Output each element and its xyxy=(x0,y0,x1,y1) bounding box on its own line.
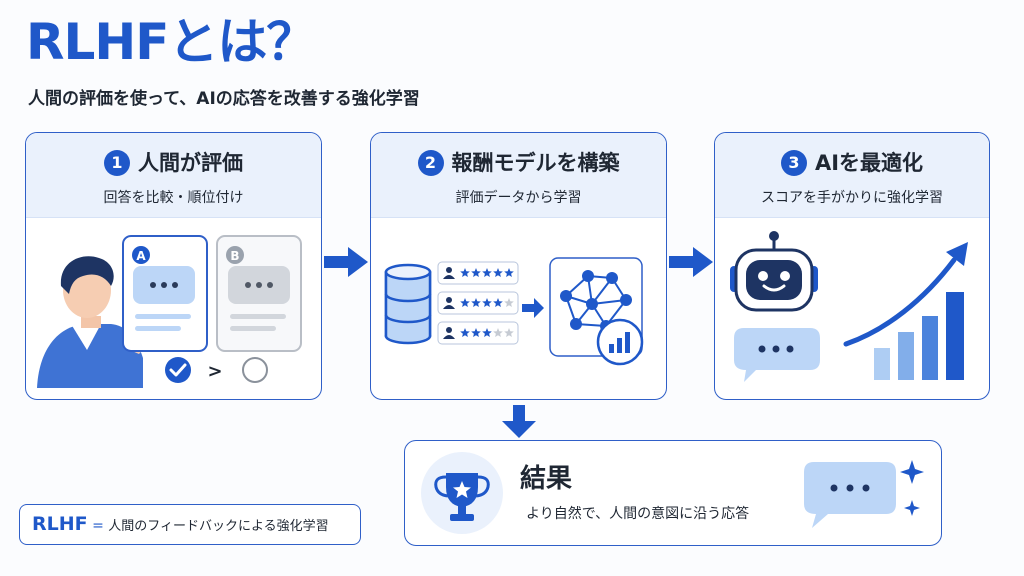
rating-row xyxy=(437,291,519,315)
unchecked-circle-icon xyxy=(242,357,268,383)
star-filled-icon xyxy=(471,298,481,307)
star-filled-icon xyxy=(460,268,470,277)
step-3-title: 3 AIを最適化 xyxy=(715,147,989,177)
star-empty-icon xyxy=(504,328,514,337)
star-filled-icon xyxy=(493,298,503,307)
step-1-number: 1 xyxy=(104,150,130,176)
chat-bubble-icon xyxy=(734,328,820,382)
star-filled-icon xyxy=(471,268,481,277)
star-filled-icon xyxy=(471,328,481,337)
step-3-number: 3 xyxy=(780,150,807,176)
star-filled-icon xyxy=(460,298,470,307)
growth-chart-icon xyxy=(843,242,968,380)
database-icon xyxy=(384,263,432,345)
rating-list xyxy=(437,261,519,345)
arrow-right-small-icon xyxy=(522,298,544,318)
step-2-title-text: 報酬モデルを構築 xyxy=(451,151,620,175)
definition-term: RLHF xyxy=(32,513,88,535)
step-3-header xyxy=(715,133,989,218)
answer-b-badge xyxy=(226,246,244,264)
answer-a-badge xyxy=(132,246,150,264)
star-filled-icon xyxy=(482,328,492,337)
answer-b-label: B xyxy=(230,249,239,263)
step-2-subtitle: 評価データから学習 xyxy=(455,190,582,206)
user-icon xyxy=(446,297,452,303)
page-title: RLHFとは？ xyxy=(26,13,316,71)
bar-chart-icon xyxy=(596,318,644,366)
result-chat-bubble-icon xyxy=(804,460,924,528)
step-1-title: 1 人間が評価 xyxy=(26,147,321,177)
star-filled-icon xyxy=(493,268,503,277)
sparkle-icon xyxy=(900,460,924,484)
user-icon xyxy=(446,267,452,273)
step-1-illustration: A B > xyxy=(37,235,302,388)
comparison-symbol: > xyxy=(207,361,222,382)
step-1-subtitle: 回答を比較・順位付け xyxy=(103,190,244,206)
robot-icon xyxy=(730,231,818,312)
star-empty-icon xyxy=(493,328,503,337)
sparkle-icon xyxy=(904,500,920,516)
step-1-header xyxy=(26,133,321,218)
check-icon xyxy=(165,357,191,383)
definition-equals: = xyxy=(92,518,104,534)
arrow-down-icon xyxy=(502,405,536,438)
step-3-title-text: AIを最適化 xyxy=(814,151,924,175)
star-filled-icon xyxy=(460,328,470,337)
rating-row xyxy=(437,261,519,285)
definition-text: 人間のフィードバックによる強化学習 xyxy=(108,519,329,534)
definition-box: RLHF = 人間のフィードバックによる強化学習 xyxy=(19,504,361,545)
star-filled-icon xyxy=(504,268,514,277)
page-subtitle: 人間の評価を使って、AIの応答を改善する強化学習 xyxy=(28,89,420,109)
arrow-right-icon xyxy=(324,247,368,277)
step-3-card: 3 AIを最適化 スコアを手がかりに強化学習 xyxy=(714,132,990,400)
step-2-title: 2 報酬モデルを構築 xyxy=(371,147,666,177)
arrow-right-icon xyxy=(669,247,713,277)
result-title: 結果 xyxy=(520,464,573,494)
step-2-number: 2 xyxy=(417,150,444,176)
step-2-illustration xyxy=(384,257,644,366)
star-empty-icon xyxy=(504,298,514,307)
step-1-title-text: 人間が評価 xyxy=(138,151,243,175)
step-2-header xyxy=(371,133,666,218)
step-3-illustration xyxy=(730,231,968,382)
rating-row xyxy=(437,321,519,345)
star-filled-icon xyxy=(482,268,492,277)
result-subtitle: より自然で、人間の意図に沿う応答 xyxy=(526,506,750,522)
trophy-icon xyxy=(421,452,503,534)
star-filled-icon xyxy=(482,298,492,307)
step-3-subtitle: スコアを手がかりに強化学習 xyxy=(761,190,943,206)
user-icon xyxy=(446,327,452,333)
answer-a-label: A xyxy=(136,249,146,263)
